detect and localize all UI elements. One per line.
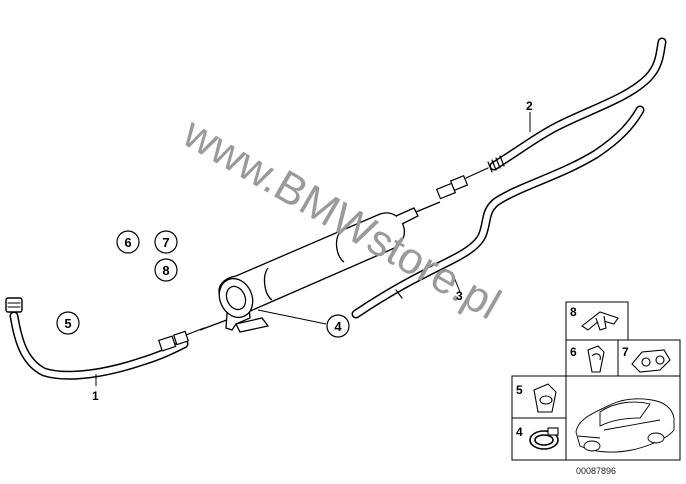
clip-7-icon[interactable] — [631, 349, 671, 373]
clip-6-icon[interactable] — [587, 345, 605, 373]
circled-label-7[interactable]: 7 — [154, 230, 178, 254]
leader-3 — [451, 271, 461, 293]
inset-label-5: 5 — [516, 383, 523, 397]
fuel-filter[interactable] — [199, 201, 441, 333]
inset-label-7: 7 — [622, 345, 629, 359]
diagram-id: 00087896 — [576, 466, 616, 476]
label-2: 2 — [526, 99, 533, 113]
svg-text:7: 7 — [162, 235, 169, 250]
svg-text:5: 5 — [64, 316, 71, 331]
circled-label-4[interactable]: 4 — [326, 314, 350, 338]
svg-text:6: 6 — [124, 235, 131, 250]
leader-4 — [257, 309, 327, 325]
hose-3[interactable] — [351, 105, 645, 319]
car-icon — [575, 398, 675, 453]
hose-2[interactable] — [435, 37, 667, 200]
hose-clamp-4-icon[interactable] — [529, 427, 559, 450]
svg-text:4: 4 — [334, 319, 342, 334]
circled-label-6[interactable]: 6 — [116, 230, 140, 254]
label-1: 1 — [92, 389, 99, 403]
inset-label-8: 8 — [570, 305, 577, 319]
circled-label-5[interactable]: 5 — [56, 311, 80, 335]
clip-8-icon[interactable] — [581, 311, 619, 331]
hose-1[interactable] — [5, 297, 205, 380]
circled-label-8[interactable]: 8 — [154, 258, 178, 282]
inset-panel — [511, 301, 681, 461]
inset-label-6: 6 — [570, 345, 577, 359]
inset-label-4: 4 — [516, 425, 523, 439]
label-3: 3 — [456, 289, 463, 303]
svg-text:8: 8 — [162, 263, 169, 278]
holder-5-icon[interactable] — [533, 383, 557, 413]
